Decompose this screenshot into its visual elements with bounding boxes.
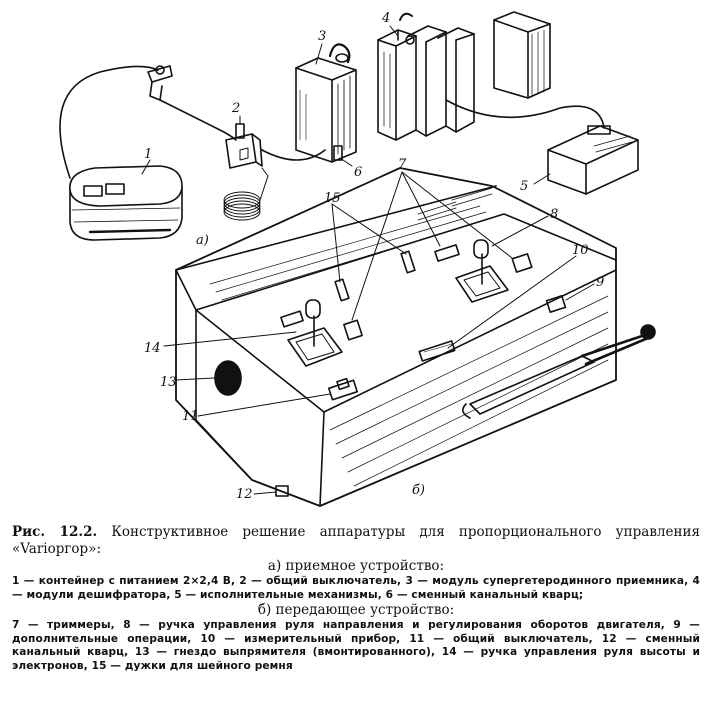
caption-title: Рис. 12.2. Конструктивное решение аппара… [12,524,700,558]
callout-1: 1 [144,147,152,162]
main-switch-transmitter [327,377,359,401]
callout-3: 3 [318,29,326,44]
servo-actuator [547,125,639,195]
plug [147,65,173,101]
figure-caption: Рис. 12.2. Конструктивное решение аппара… [12,524,700,673]
technical-drawing: 1 2 3 4 5 6 7 8 9 10 11 12 13 14 15 а) б… [59,11,656,507]
trimmers [280,244,533,341]
callout-14: 14 [144,341,161,356]
leader-lines [141,25,595,495]
channel-crystal-transmitter [275,485,289,497]
vent-grilles [417,187,493,221]
decoder-modules [377,12,475,141]
servo-cable [445,99,605,129]
callout-12: 12 [236,487,253,502]
callout-10: 10 [572,243,589,258]
part-b-heading: б) передающее устройство: [257,602,455,618]
antenna-coil [223,167,269,221]
rectifier-socket [214,360,242,396]
part-a-label: а) [196,233,209,248]
callout-7: 7 [398,157,407,172]
aux-switch [545,295,567,313]
callout-4: 4 [381,11,390,26]
right-stick-gimbal [455,239,509,303]
callout-2: 2 [231,101,240,116]
callout-6: 6 [354,165,362,180]
callout-8: 8 [550,207,558,222]
battery-container [69,165,183,241]
battery-cable [59,65,159,179]
transmitter-body [175,167,617,507]
switch-to-receiver-cable [261,149,326,161]
callout-5: 5 [520,179,528,194]
receiver-module [295,43,357,163]
channel-crystal-receiver [333,145,343,161]
part-b-label: б) [412,483,425,498]
callout-15: 15 [324,191,341,206]
main-switch-receiver [225,123,263,169]
meter [418,340,456,362]
figure-number: Рис. 12.2. [12,524,98,540]
callout-11: 11 [182,409,199,424]
telescopic-antenna [462,324,656,419]
callout-13: 13 [160,375,177,390]
callout-9: 9 [596,275,604,290]
part-a-heading: а) приемное устройство: [267,558,445,574]
part-b-legend: 7 — триммеры, 8 — ручка управления руля … [12,619,700,672]
spare-decoder-module [493,11,551,99]
left-stick-gimbal [287,299,343,367]
caption-title-text: Конструктивное решение аппаратуры для пр… [12,524,700,557]
switch-cable [159,99,237,141]
part-a-legend: 1 — контейнер с питанием 2×2,4 В, 2 — об… [12,575,700,601]
strap-loops [334,250,416,302]
